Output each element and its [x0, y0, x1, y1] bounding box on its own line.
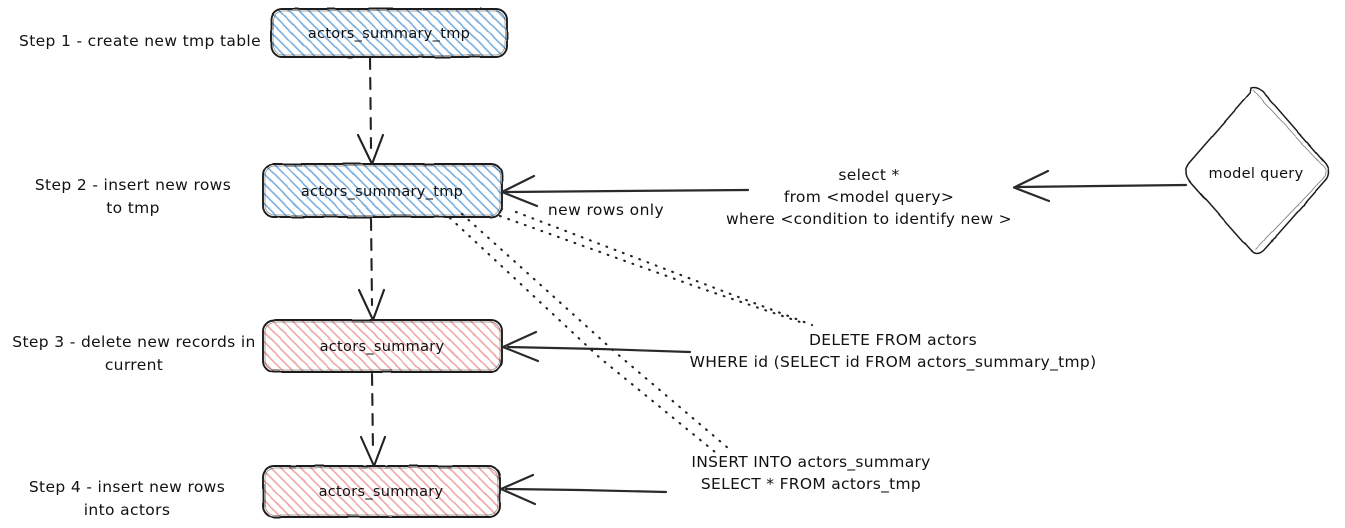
- node-step-1-shape: [270, 8, 508, 58]
- node-step-3-shape: [262, 319, 503, 373]
- arrow-modelquery-to-sql: [1012, 169, 1188, 203]
- leader-delete-lower: [514, 210, 814, 327]
- arrow-sql-to-step2: [500, 174, 750, 208]
- node-step-3-label: actors_summary: [320, 339, 445, 355]
- node-step-1-label: actors_summary_tmp: [308, 26, 470, 42]
- arrow-insert-to-step4-head: [499, 473, 537, 506]
- node-step-4[interactable]: [262, 465, 501, 518]
- step-label-3-line-1: Step 3 - delete new records in: [12, 333, 255, 351]
- arrow-step3-to-step4-line: [370, 372, 375, 454]
- edge-label-model-sql-line-2: from <model query>: [784, 188, 954, 206]
- edge-label-insert-sql-line-1: INSERT INTO actors_summary: [691, 453, 930, 472]
- node-step-1-shape-outline: [272, 10, 506, 56]
- arrow-insert-to-step4: [499, 473, 668, 506]
- arrow-insert-to-step4-line: [504, 487, 668, 494]
- edge-label-delete-sql-line-1: DELETE FROM actors: [809, 331, 977, 349]
- arrow-delete-to-step3-head: [501, 330, 540, 363]
- arrow-step2-to-step3: [357, 217, 386, 322]
- node-step-3[interactable]: [262, 319, 503, 373]
- edge-label-new-rows-only: new rows only: [548, 201, 664, 219]
- arrow-step3-to-step4-head: [359, 435, 387, 468]
- step-label-4-line-1: Step 4 - insert new rows: [29, 478, 225, 496]
- arrow-step2-to-step3-head: [357, 288, 386, 322]
- step-label-3-line-2: current: [105, 356, 163, 374]
- node-step-2[interactable]: [262, 163, 503, 218]
- arrow-step1-to-step2: [356, 56, 385, 166]
- arrow-delete-to-step3-line: [506, 345, 692, 354]
- leader-delete-upper: [498, 214, 802, 324]
- step-label-2-line-2: to tmp: [106, 199, 160, 217]
- node-model-query-shape-outline: [1252, 89, 1327, 251]
- arrow-modelquery-to-sql-head: [1012, 169, 1051, 203]
- edge-label-delete-sql-line-2: WHERE id (SELECT id FROM actors_summary_…: [690, 353, 1097, 372]
- arrow-step1-to-step2-head: [356, 133, 385, 166]
- node-step-2-shape-outline: [264, 165, 501, 216]
- node-step-3-shape-outline: [264, 321, 501, 371]
- edge-label-insert-sql-line-2: SELECT * FROM actors_tmp: [701, 475, 921, 494]
- node-step-4-label: actors_summary: [319, 484, 444, 500]
- arrow-step3-to-step4: [359, 372, 387, 468]
- node-step-2-shape: [262, 163, 503, 218]
- edge-label-model-sql-line-3: where <condition to identify new >: [726, 210, 1012, 228]
- leader-lines-delete: [498, 210, 814, 327]
- node-step-1[interactable]: [270, 8, 508, 58]
- node-step-4-shape-outline: [264, 467, 499, 516]
- node-model-query-label: model query: [1209, 166, 1304, 182]
- arrow-sql-to-step2-head: [500, 174, 539, 208]
- node-step-2-label: actors_summary_tmp: [301, 184, 463, 200]
- step-label-4-line-2: into actors: [84, 501, 171, 519]
- arrow-delete-to-step3: [501, 330, 692, 363]
- arrow-modelquery-to-sql-line: [1016, 183, 1188, 189]
- node-model-query-shape: [1184, 86, 1330, 255]
- edge-label-model-sql-line-1: select *: [838, 166, 899, 184]
- step-label-2-line-1: Step 2 - insert new rows: [35, 176, 231, 194]
- arrow-step2-to-step3-line: [369, 217, 374, 307]
- node-step-4-shape: [262, 465, 501, 518]
- arrow-step1-to-step2-line: [368, 56, 373, 150]
- arrow-sql-to-step2-line: [504, 188, 750, 194]
- step-label-1-line-1: Step 1 - create new tmp table: [19, 32, 261, 50]
- node-model-query[interactable]: [1184, 86, 1330, 255]
